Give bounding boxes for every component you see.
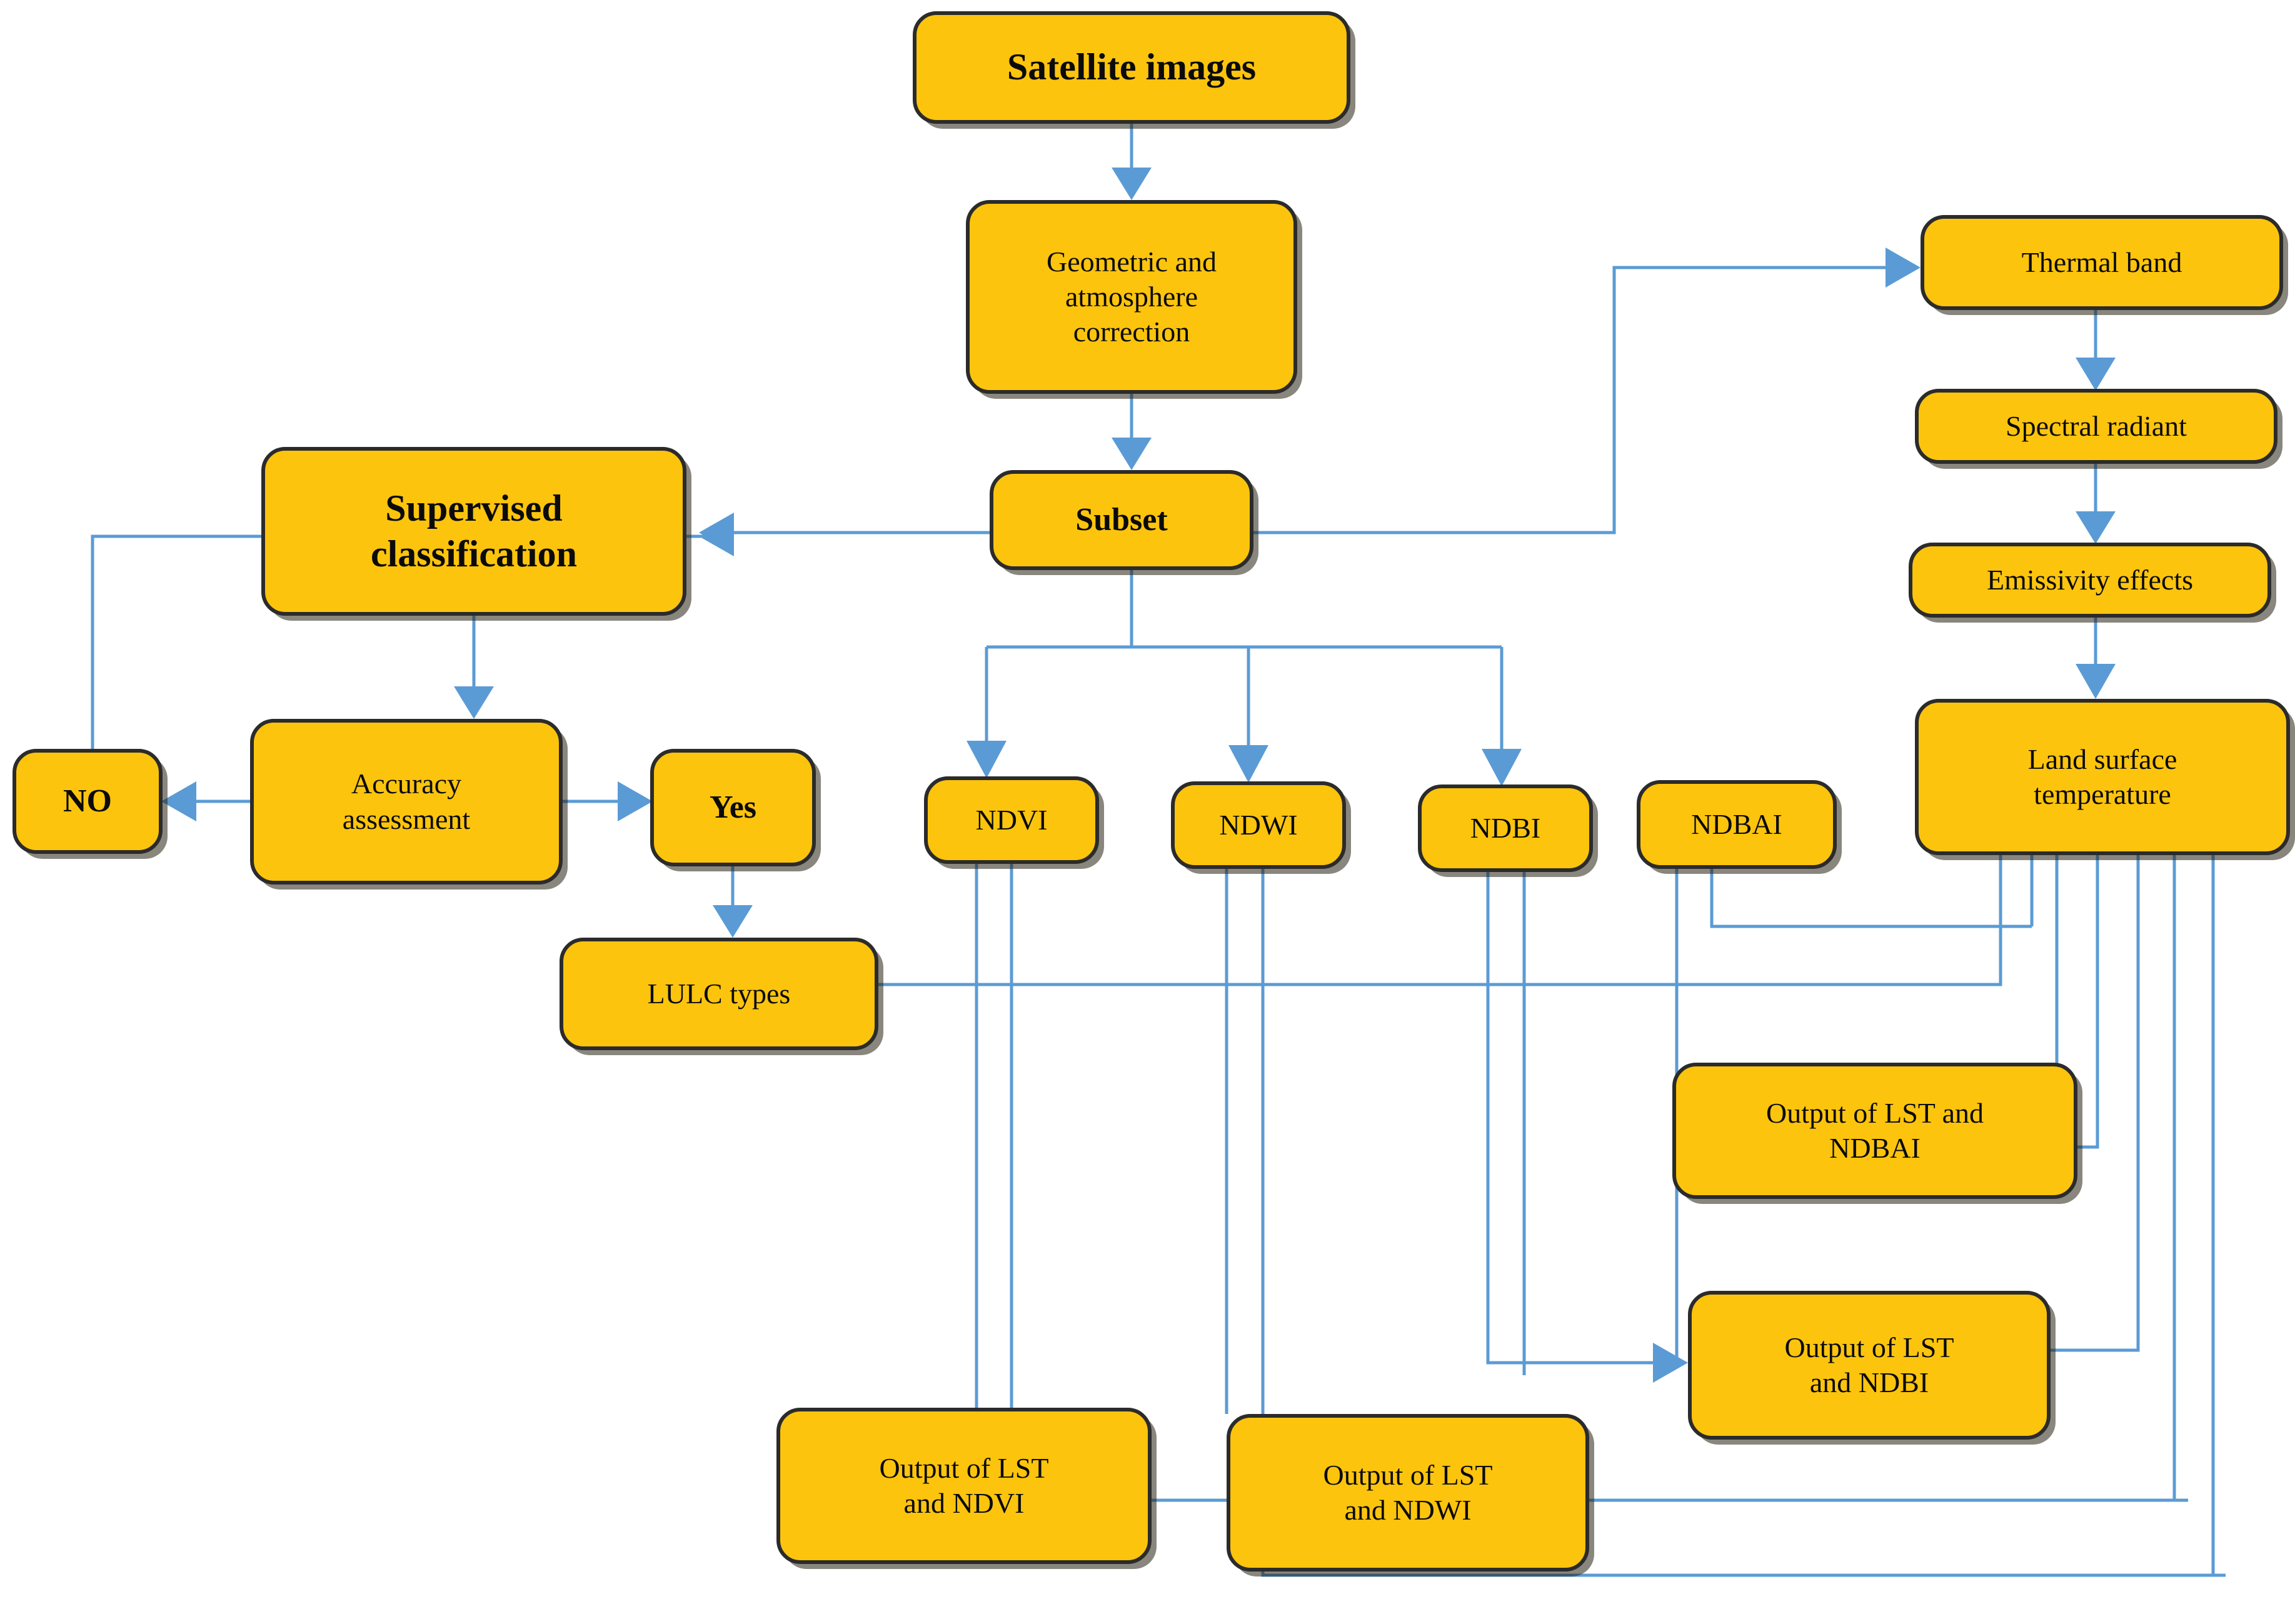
node-label: Output of LST and NDWI	[1323, 1458, 1493, 1526]
arrowhead-subset	[1112, 438, 1152, 470]
arrowhead-lulc	[713, 905, 753, 938]
arrowhead-emissivity	[2076, 511, 2116, 544]
node-ndwi[interactable]: NDWI	[1171, 781, 1346, 869]
arrowhead-yes	[618, 781, 653, 821]
arrowhead-output-ndbi-left	[1653, 1343, 1688, 1383]
node-output-lst-ndbai[interactable]: Output of LST and NDBAI	[1672, 1063, 2077, 1199]
node-label: NDWI	[1219, 808, 1298, 841]
node-thermal-band[interactable]: Thermal band	[1921, 215, 2283, 310]
node-accuracy-assessment[interactable]: Accuracy assessment	[250, 719, 563, 885]
arrowhead-supervised-loop	[699, 516, 734, 556]
node-label: Output of LST and NDBI	[1784, 1331, 1954, 1398]
node-lulc-types[interactable]: LULC types	[560, 938, 878, 1050]
node-output-lst-ndwi[interactable]: Output of LST and NDWI	[1227, 1414, 1589, 1571]
edge-lulc-to-lst	[878, 855, 2002, 986]
node-no[interactable]: NO	[13, 749, 163, 854]
node-label: Output of LST and NDVI	[879, 1451, 1049, 1519]
arrowhead-spectral	[2076, 358, 2116, 391]
node-label: NDBI	[1470, 811, 1541, 844]
arrowhead-supervised-right	[699, 513, 734, 553]
edge-ndbai-to-lst-col	[1710, 869, 2032, 928]
node-ndbi[interactable]: NDBI	[1418, 784, 1593, 872]
node-label: Thermal band	[2021, 246, 2182, 278]
node-label: NDBAI	[1691, 808, 1782, 840]
node-label: Land surface temperature	[2027, 743, 2177, 810]
node-subset[interactable]: Subset	[990, 470, 1253, 570]
node-label: Accuracy assessment	[342, 768, 471, 835]
node-label: Output of LST and NDBAI	[1766, 1096, 1984, 1164]
node-ndbai[interactable]: NDBAI	[1637, 780, 1837, 869]
edge-ndbi-to-output-ndbi	[1486, 869, 1663, 1365]
node-output-lst-ndvi[interactable]: Output of LST and NDVI	[776, 1408, 1152, 1564]
node-spectral-radiant[interactable]: Spectral radiant	[1915, 389, 2277, 464]
node-label: Subset	[1075, 502, 1168, 538]
arrowhead-geometric	[1112, 168, 1152, 200]
node-label: Satellite images	[1007, 46, 1257, 88]
node-label: Supervised classification	[371, 487, 577, 574]
arrowhead-ndvi	[967, 741, 1007, 778]
node-emissivity-effects[interactable]: Emissivity effects	[1909, 543, 2271, 618]
arrowhead-lst	[2076, 664, 2116, 699]
arrowhead-ndbi	[1482, 749, 1522, 786]
node-yes[interactable]: Yes	[650, 749, 816, 866]
node-label: NO	[63, 783, 112, 820]
node-label: Geometric and atmosphere correction	[1046, 245, 1217, 348]
node-label: Yes	[709, 789, 757, 826]
node-label: NDVI	[975, 803, 1048, 836]
node-supervised-classification[interactable]: Supervised classification	[261, 447, 686, 616]
arrowhead-thermal	[1886, 248, 1921, 288]
node-ndvi[interactable]: NDVI	[924, 776, 1099, 864]
arrowhead-ndwi	[1228, 745, 1268, 783]
node-geometric-correction[interactable]: Geometric and atmosphere correction	[966, 200, 1297, 394]
node-label: LULC types	[647, 977, 791, 1010]
arrowhead-accuracy	[454, 686, 494, 719]
node-label: Emissivity effects	[1986, 563, 2194, 596]
node-label: Spectral radiant	[2006, 409, 2187, 442]
arrowhead-no	[161, 781, 196, 821]
node-output-lst-ndbi[interactable]: Output of LST and NDBI	[1688, 1291, 2051, 1440]
edge-subset-to-thermal	[1253, 266, 1894, 534]
node-land-surface-temperature[interactable]: Land surface temperature	[1915, 699, 2290, 855]
node-satellite-images[interactable]: Satellite images	[913, 11, 1350, 124]
